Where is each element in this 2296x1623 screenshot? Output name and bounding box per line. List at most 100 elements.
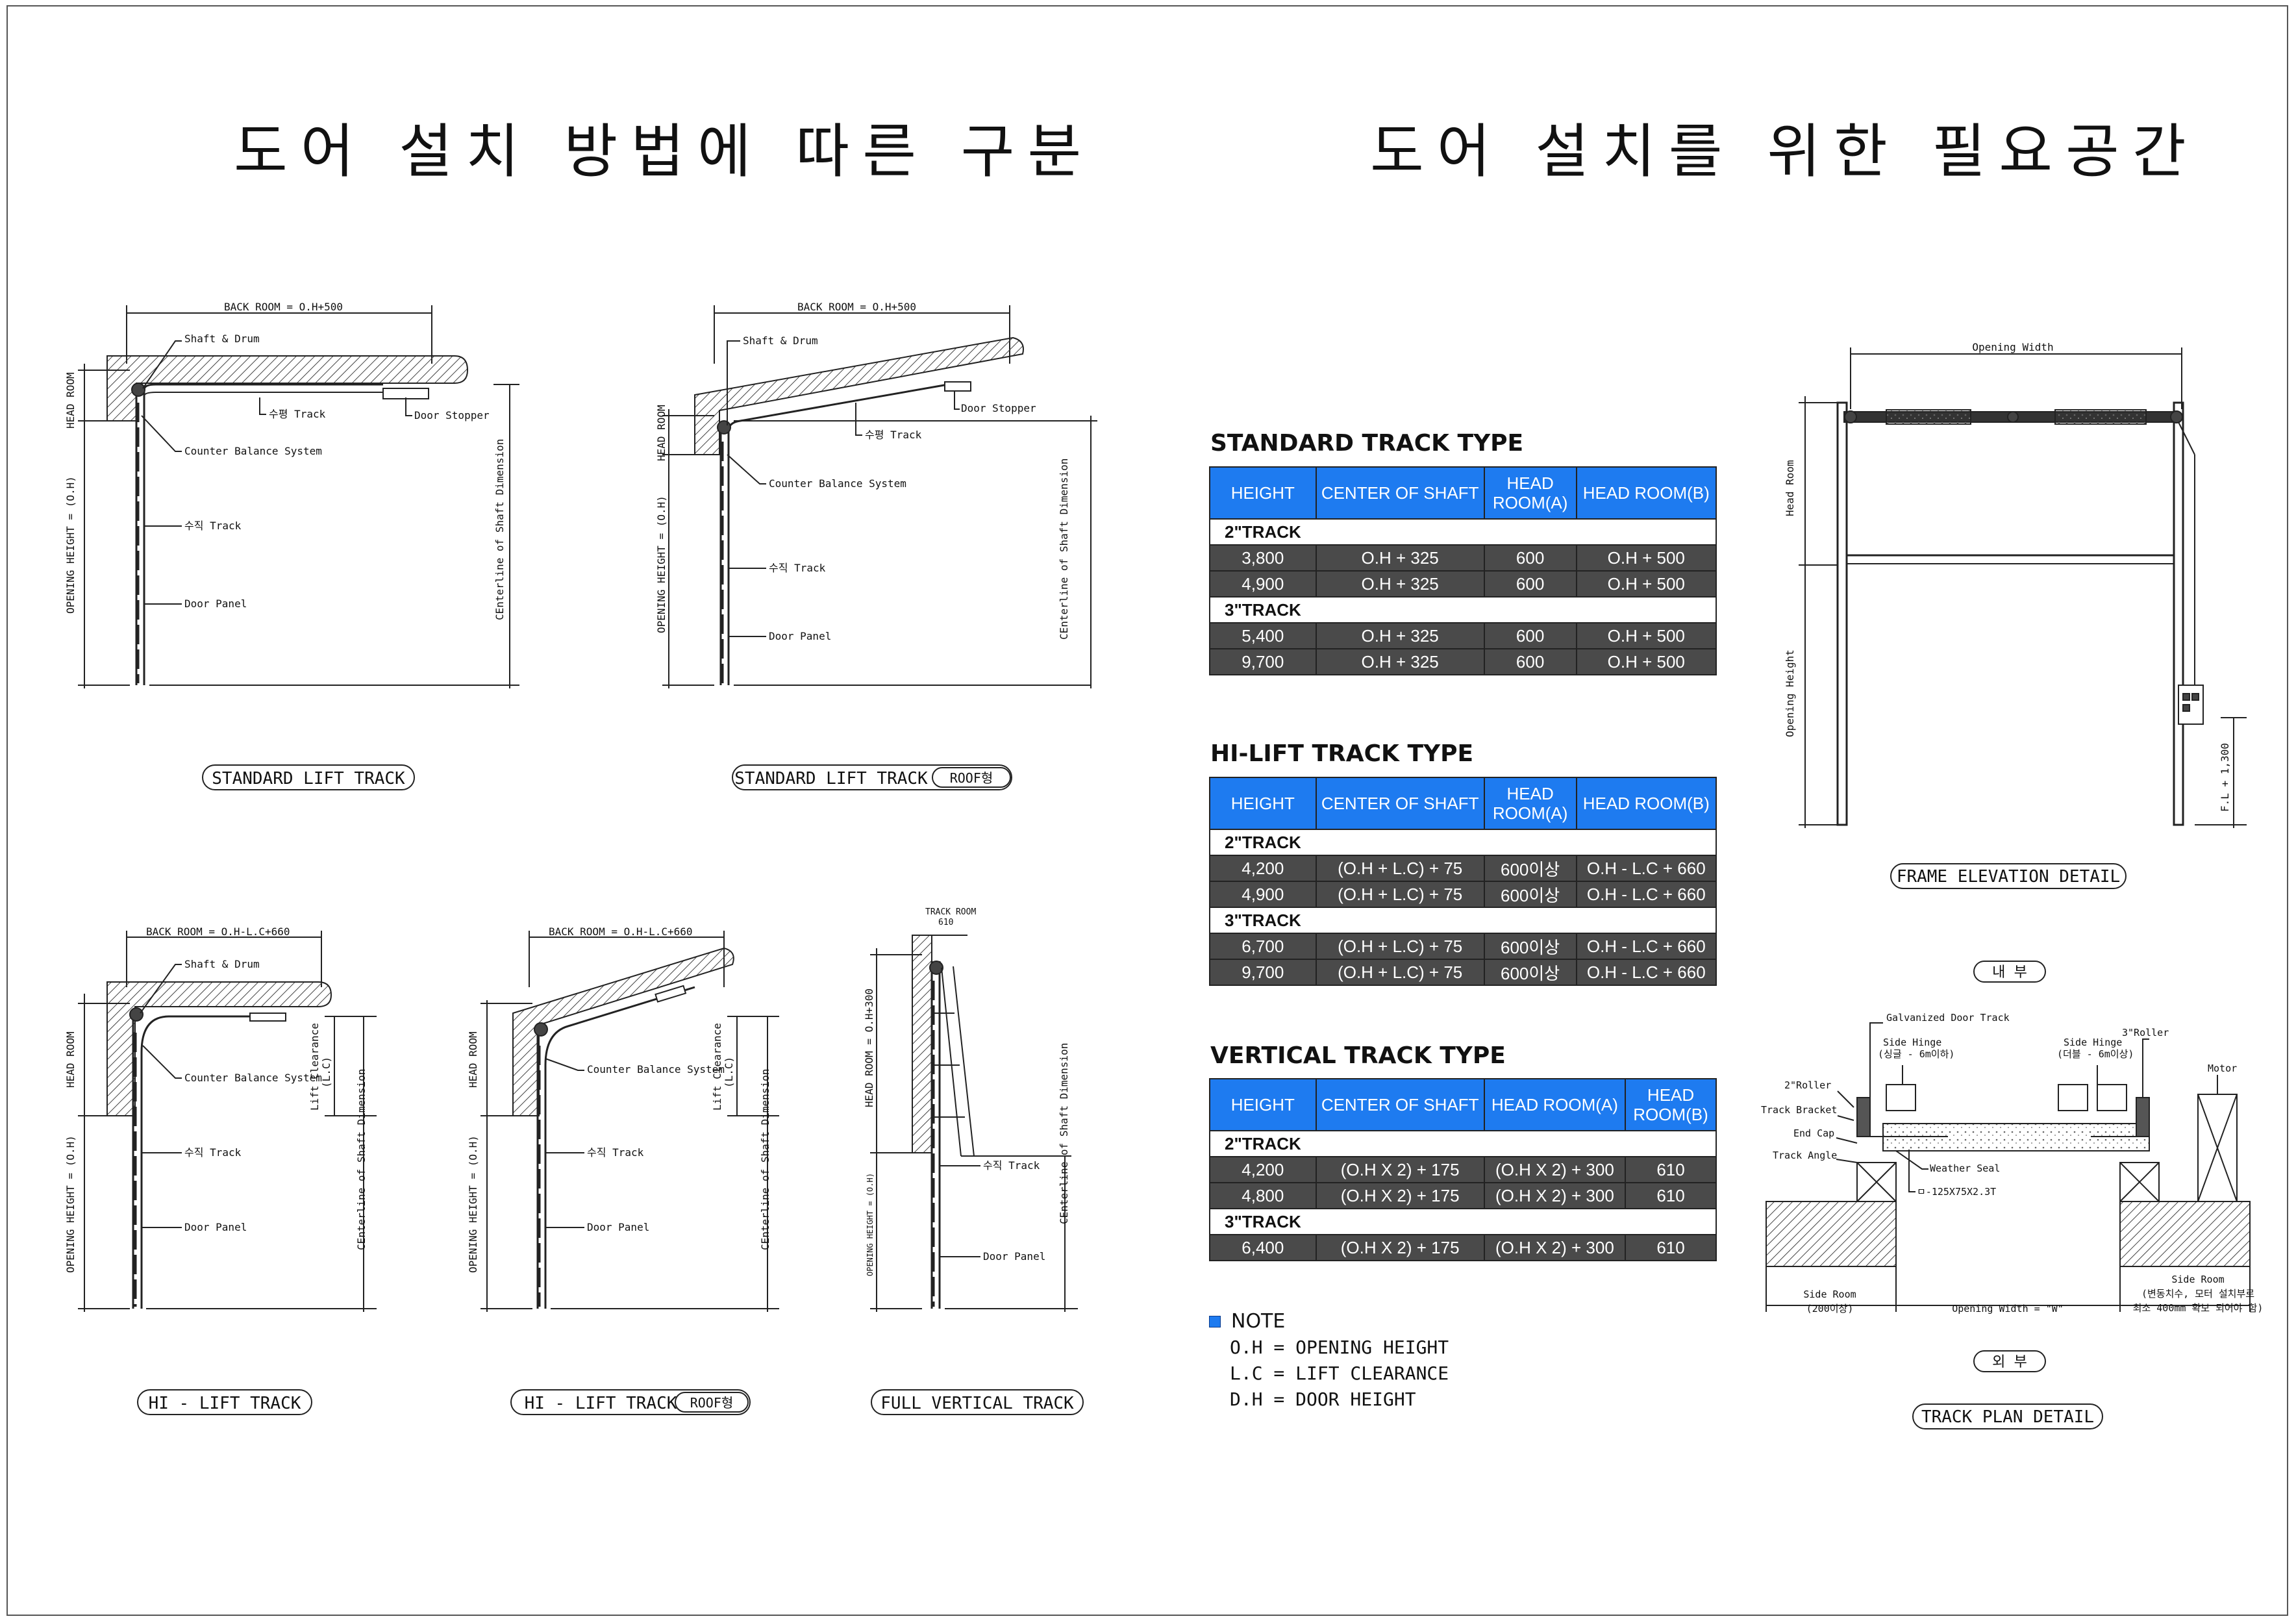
note-item: O.H = OPENING HEIGHT [1230, 1337, 1449, 1358]
d3-v-centerline: CEnterline of Shaft Dimension [355, 1069, 368, 1250]
plan-label-7: Track Bracket [1761, 1104, 1837, 1116]
diagram-standard-lift-track-roof [662, 305, 1097, 688]
cell: (O.H + L.C) + 75 [1315, 881, 1485, 908]
d2-label-shaft: Shaft & Drum [743, 334, 818, 347]
d3-label-shaft: Shaft & Drum [184, 958, 260, 970]
d3-v-lc: Lift Clearance [308, 1023, 321, 1111]
plan-caption: TRACK PLAN DETAIL [1921, 1407, 2094, 1427]
d3-v-opening: OPENING HEIGHT = (O.H) [64, 1135, 77, 1273]
d4-label-panel: Door Panel [587, 1221, 649, 1233]
d2-label-htrack: 수평 Track [865, 429, 922, 441]
d5-dim2: 610 [938, 918, 953, 927]
d2-caption: STANDARD LIFT TRACK [734, 769, 928, 788]
group-row: 2"TRACK [1209, 1130, 1717, 1157]
d2-v-headroom: HEAD ROOM [655, 405, 668, 461]
cell: 4,900 [1209, 570, 1317, 598]
d5-v-headroom: HEAD ROOM = O.H+300 [863, 988, 875, 1107]
d5-label-panel: Door Panel [983, 1250, 1045, 1263]
plan-label-14: (200이상) [1806, 1303, 1854, 1315]
cell: (O.H + L.C) + 75 [1315, 933, 1485, 960]
cell: (O.H X 2) + 175 [1315, 1234, 1485, 1261]
th-head-b: HEAD ROOM(B) [1575, 466, 1717, 520]
cell: O.H + 325 [1315, 622, 1485, 649]
cell: (O.H X 2) + 300 [1483, 1182, 1627, 1209]
d3-dim: BACK ROOM = O.H-L.C+660 [146, 925, 290, 938]
group-row: 2"TRACK [1209, 518, 1717, 546]
d5-v-centerline: CEnterline of Shaft Dimension [1058, 1043, 1070, 1224]
plan-label-5: 3"Roller [2122, 1027, 2169, 1038]
d2-label-panel: Door Panel [769, 630, 831, 642]
cell: O.H + 500 [1575, 544, 1717, 572]
d1-dim: BACK ROOM = O.H+500 [224, 301, 343, 313]
group-row: 2"TRACK [1209, 829, 1717, 856]
plan-outer-label: 외 부 [1992, 1354, 2027, 1370]
cell: O.H - L.C + 660 [1575, 959, 1717, 986]
d3-label-cbs: Counter Balance System [184, 1072, 322, 1084]
left-title: 도어 설치 방법에 따른 구분 [234, 118, 1095, 186]
cell: 4,800 [1209, 1182, 1317, 1209]
d1-v-headroom: HEAD ROOM [64, 372, 77, 429]
cell: 600 [1483, 570, 1577, 598]
cell: O.H + 325 [1315, 570, 1485, 598]
cell: 6,400 [1209, 1234, 1317, 1261]
d4-v-lc: Lift Clearance [711, 1023, 723, 1111]
th-head-a: HEAD ROOM(A) [1483, 777, 1577, 830]
d4-badge: ROOF형 [690, 1395, 734, 1411]
th-head-a: HEAD ROOM(A) [1483, 466, 1577, 520]
plan-label-0: Galvanized Door Track [1886, 1012, 2010, 1024]
d1-label-vtrack: 수직 Track [184, 520, 242, 532]
group-row: 3"TRACK [1209, 1208, 1717, 1235]
frame-width-label: Opening Width [1972, 341, 2053, 353]
cell: 600이상 [1483, 881, 1577, 908]
d5-dim: TRACK ROOM [925, 907, 976, 917]
plan-label-2: (싱글 - 6m이하) [1878, 1048, 1954, 1060]
frame-elevation-detail [1799, 347, 2247, 828]
plan-label-12: Motor [2208, 1063, 2237, 1074]
cell: 9,700 [1209, 648, 1317, 675]
group-row: 3"TRACK [1209, 596, 1717, 623]
cell: O.H - L.C + 660 [1575, 881, 1717, 908]
d4-caption: HI - LIFT TRACK [525, 1394, 677, 1413]
d2-dim: BACK ROOM = O.H+500 [797, 301, 916, 313]
th-height: HEIGHT [1209, 777, 1317, 830]
th-height: HEIGHT [1209, 466, 1317, 520]
cell: 9,700 [1209, 959, 1317, 986]
cell: 3,800 [1209, 544, 1317, 572]
plan-label-18: 최소 400mm 확보 되어야 함) [2133, 1302, 2264, 1314]
d1-label-shaft: Shaft & Drum [184, 333, 260, 345]
cell: 600 [1483, 648, 1577, 675]
cell: 4,200 [1209, 855, 1317, 882]
d1-v-opening: OPENING HEIGHT = (O.H) [64, 476, 77, 614]
d1-label-stopper: Door Stopper [414, 409, 490, 421]
plan-label-6: 2"Roller [1784, 1079, 1831, 1091]
note-bullet-icon [1209, 1316, 1221, 1327]
frame-caption: FRAME ELEVATION DETAIL [1897, 867, 2120, 887]
plan-inner-label: 내 부 [1992, 964, 2027, 981]
cell: 600이상 [1483, 959, 1577, 986]
d1-label-panel: Door Panel [184, 598, 247, 610]
note-item: L.C = LIFT CLEARANCE [1230, 1363, 1449, 1384]
cell: O.H + 500 [1575, 622, 1717, 649]
cell: 610 [1625, 1234, 1717, 1261]
cell: 600이상 [1483, 855, 1577, 882]
cell: O.H - L.C + 660 [1575, 933, 1717, 960]
cell: (O.H X 2) + 175 [1315, 1182, 1485, 1209]
track-plan-detail [1766, 1022, 2251, 1312]
cell: (O.H + L.C) + 75 [1315, 959, 1485, 986]
d4-v-centerline: CEnterline of Shaft Dimension [759, 1069, 771, 1250]
cell: 5,400 [1209, 622, 1317, 649]
plan-label-16: Side Room [2171, 1274, 2224, 1285]
d5-label-vtrack: 수직 Track [983, 1159, 1040, 1172]
diagram-hi-lift-track [78, 931, 377, 1312]
d2-v-centerline: CEnterline of Shaft Dimension [1058, 459, 1070, 640]
note-block: NOTE O.H = OPENING HEIGHT L.C = LIFT CLE… [1209, 1309, 1449, 1413]
cell: (O.H X 2) + 300 [1483, 1156, 1627, 1183]
d4-v-headroom: HEAD ROOM [467, 1031, 479, 1088]
right-title: 도어 설치를 위한 필요공간 [1370, 118, 2199, 186]
th-head-b: HEAD ROOM(B) [1625, 1078, 1717, 1131]
d3-label-panel: Door Panel [184, 1221, 247, 1233]
cell: (O.H X 2) + 175 [1315, 1156, 1485, 1183]
d1-label-cbs: Counter Balance System [184, 445, 322, 457]
captions [137, 764, 2127, 1429]
plan-label-9: Track Angle [1773, 1150, 1837, 1161]
